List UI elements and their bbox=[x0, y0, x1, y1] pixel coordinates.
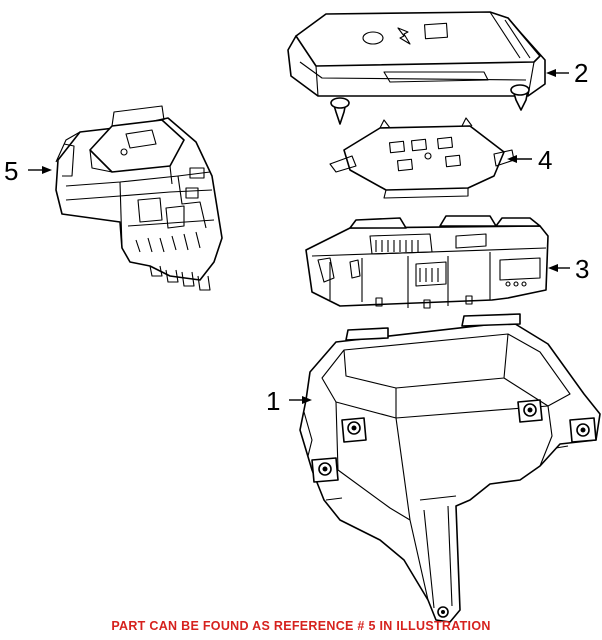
part-lower-housing bbox=[299, 313, 601, 623]
callout-number-1: 1 bbox=[266, 386, 280, 416]
callout-4: 4 bbox=[507, 145, 552, 175]
callout-3: 3 bbox=[548, 254, 589, 284]
callout-5: 5 bbox=[4, 156, 52, 186]
part-relay-block bbox=[305, 215, 549, 309]
part-assembly bbox=[55, 105, 223, 291]
part-cover bbox=[287, 11, 546, 125]
callout-number-4: 4 bbox=[538, 145, 552, 175]
callout-number-5: 5 bbox=[4, 156, 18, 186]
callout-1: 1 bbox=[266, 386, 312, 416]
callout-number-2: 2 bbox=[574, 58, 588, 88]
part-mounting-bracket bbox=[329, 117, 515, 199]
callout-2: 2 bbox=[546, 58, 588, 88]
reference-note: PART CAN BE FOUND AS REFERENCE # 5 IN IL… bbox=[111, 619, 491, 633]
callout-number-3: 3 bbox=[575, 254, 589, 284]
